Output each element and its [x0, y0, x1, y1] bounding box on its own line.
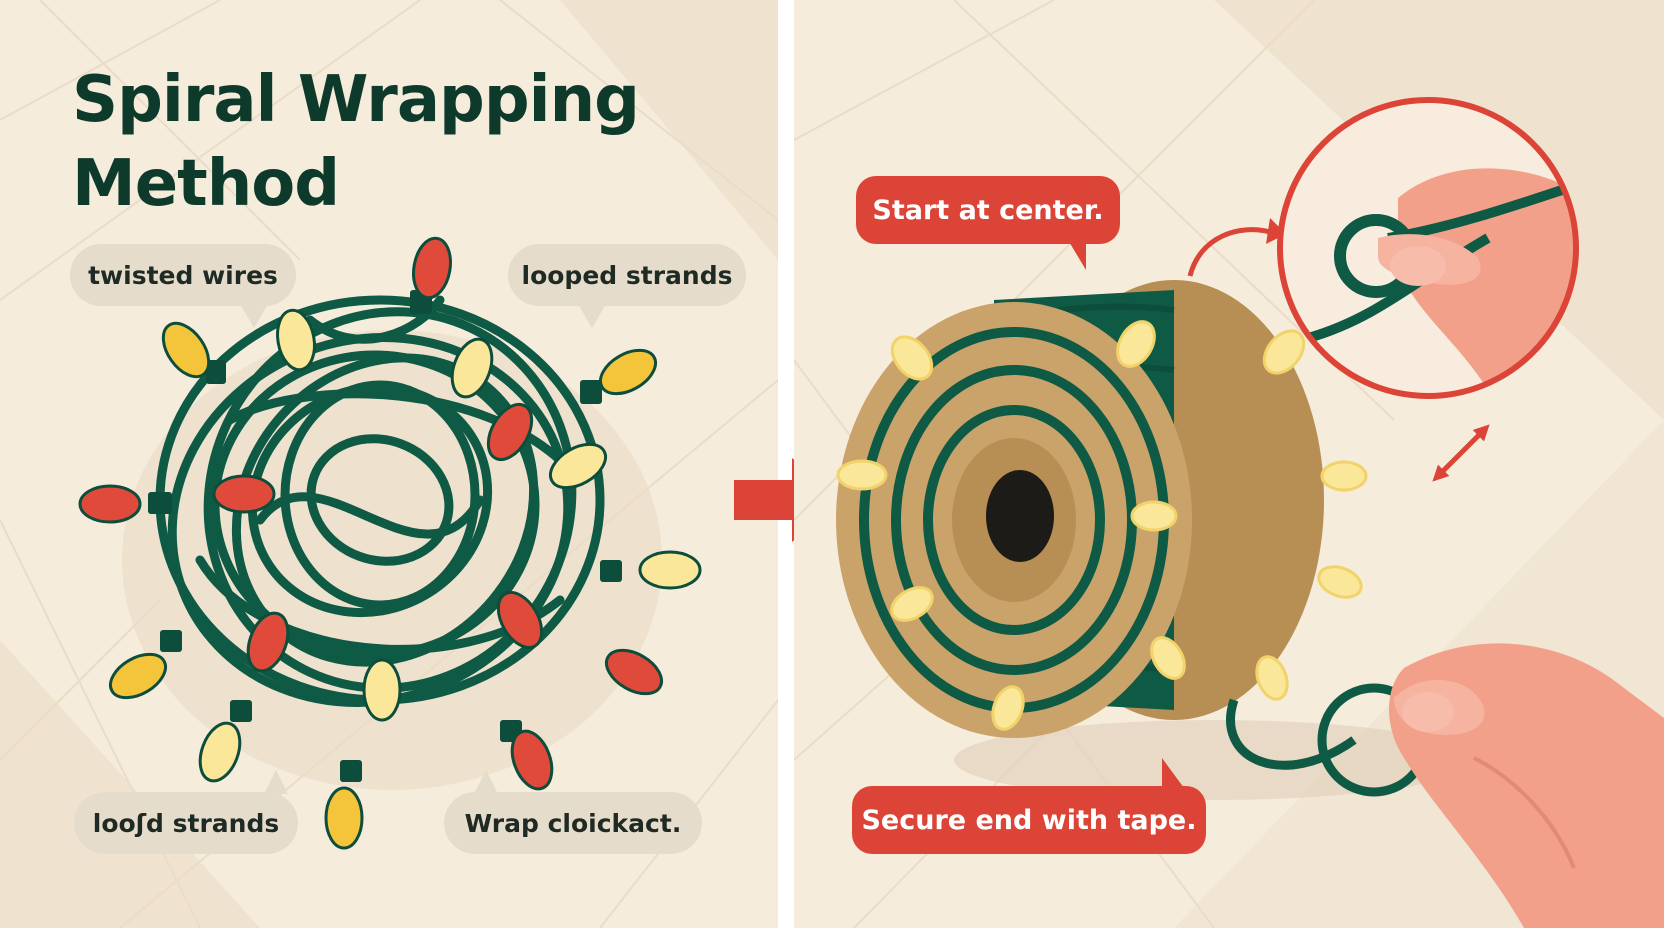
label-bottom-left-text: looʃd strands: [92, 808, 280, 838]
label-looped-strands-text: looped strands: [521, 260, 733, 290]
callout-secure-text: Secure end with tape.: [861, 804, 1197, 836]
callout-start-at-center: Start at center.: [856, 176, 1120, 270]
double-arrow-icon: [1432, 424, 1490, 482]
magnifier-circle: [1277, 97, 1579, 399]
label-twisted-wires-text: twisted wires: [88, 260, 278, 290]
spool: [836, 280, 1474, 800]
title-line-1: Spiral Wrapping: [72, 63, 640, 137]
label-twisted-wires: twisted wires: [70, 244, 296, 328]
callout-secure-end: Secure end with tape.: [852, 758, 1206, 854]
curved-arrow-icon: [1187, 218, 1286, 277]
label-bottom-left: looʃd strands: [74, 770, 298, 854]
hand: [1389, 643, 1664, 928]
label-wrap-clockwise-text: Wrap cloickact.: [464, 808, 682, 838]
page-title: Spiral Wrapping Method: [72, 58, 640, 226]
callout-start-text: Start at center.: [872, 194, 1104, 226]
label-looped-strands: looped strands: [508, 244, 746, 328]
label-wrap-clockwise: Wrap cloickact.: [444, 770, 702, 854]
left-panel: Spiral Wrapping Method: [0, 0, 778, 928]
right-panel: Start at center. Secure end with tape.: [794, 0, 1664, 928]
title-line-2: Method: [72, 147, 340, 221]
tangled-lights: [78, 236, 702, 850]
